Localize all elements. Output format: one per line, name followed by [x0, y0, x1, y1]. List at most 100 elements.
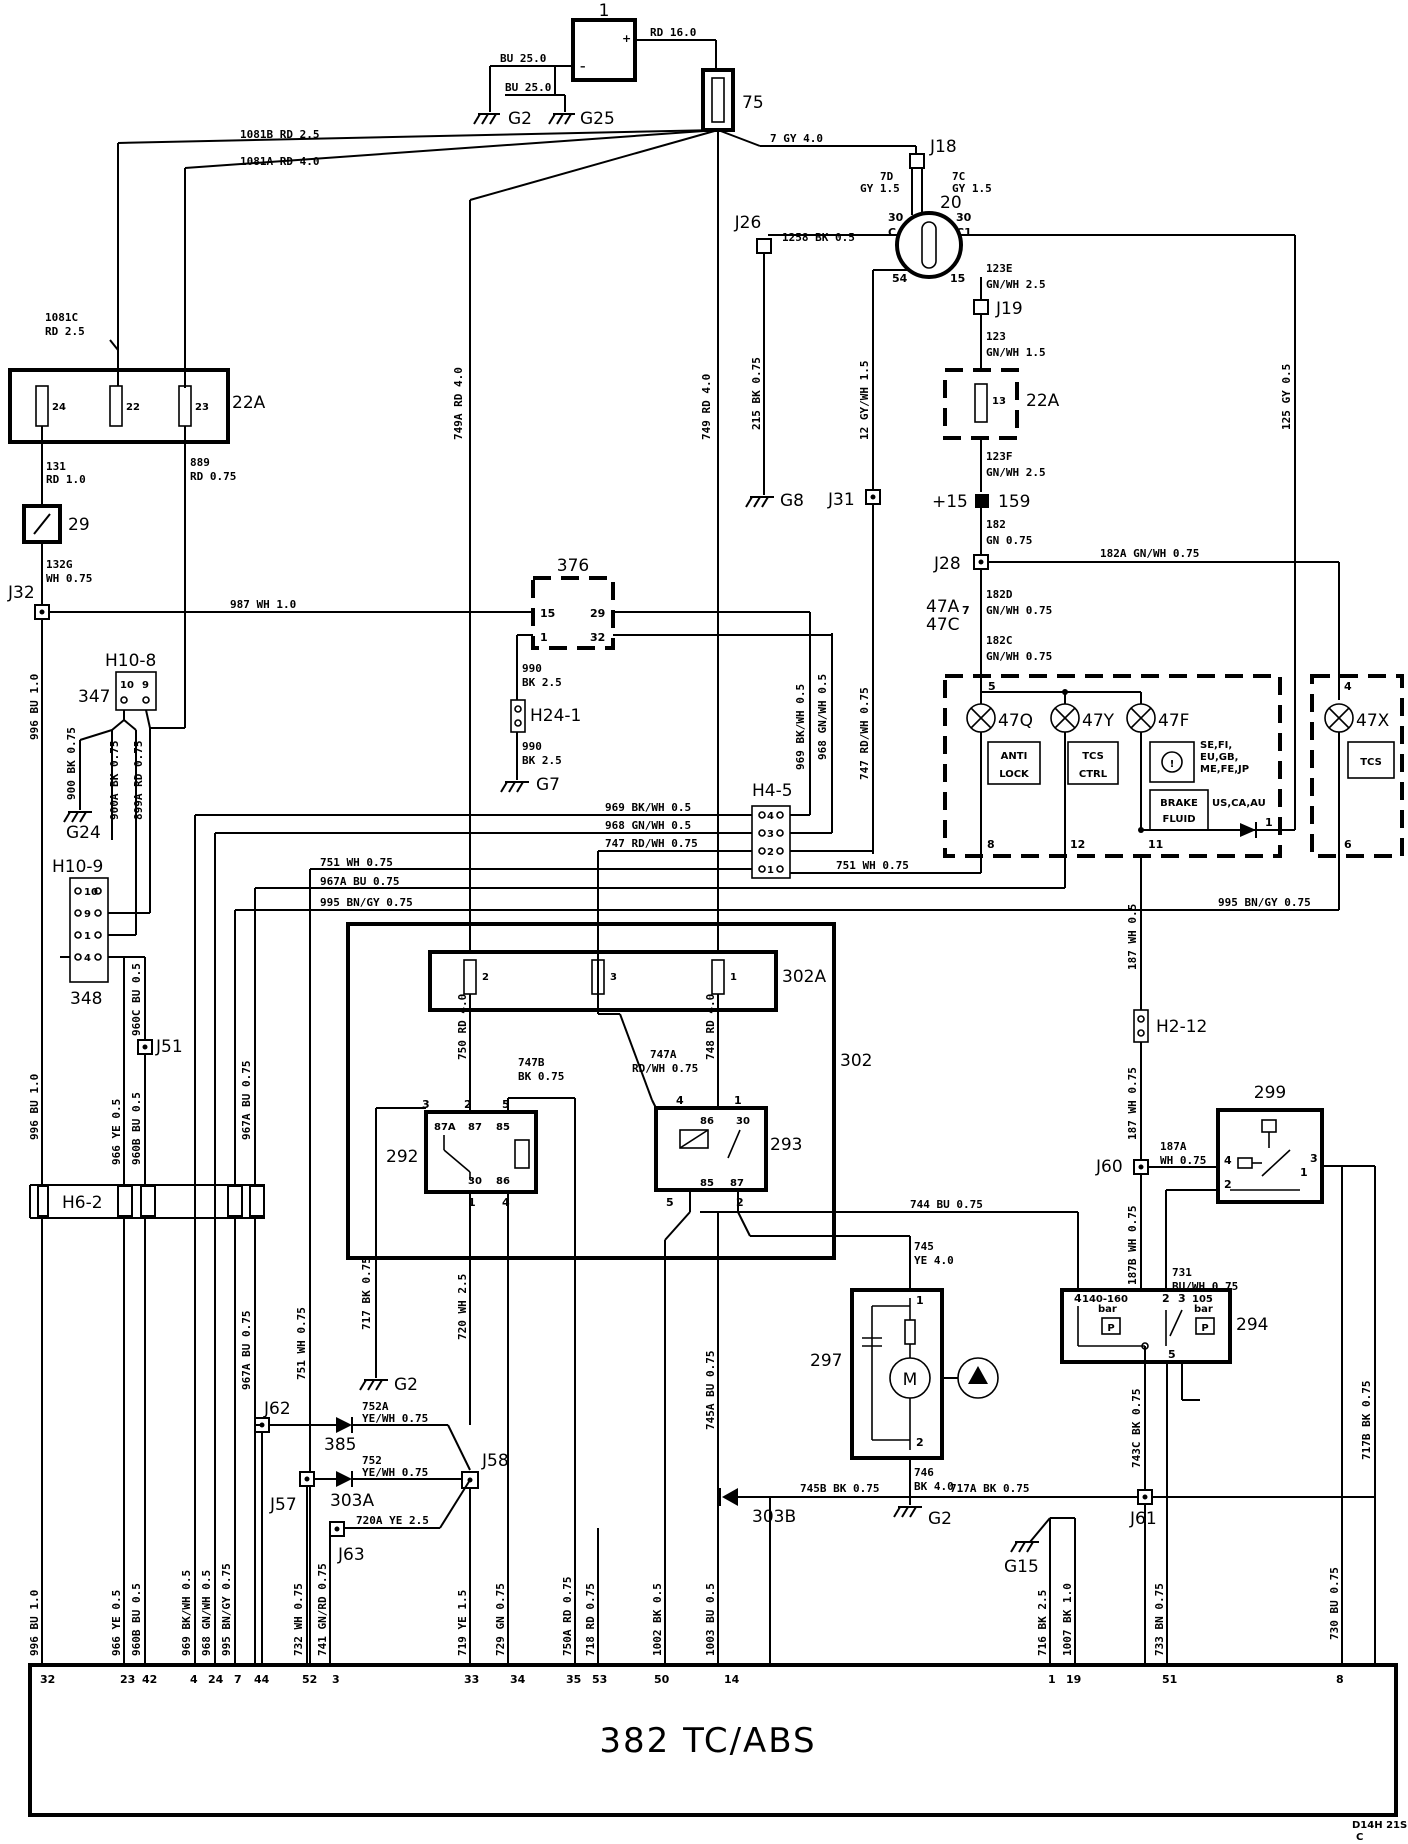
svg-text:3: 3 — [610, 972, 617, 983]
svg-text:G7: G7 — [536, 775, 560, 795]
ecu-pin-35: 35 — [566, 1673, 581, 1686]
ecu-pin-4: 4 — [190, 1673, 198, 1686]
svg-text:G8: G8 — [780, 491, 804, 511]
svg-text:960B BU 0.5: 960B BU 0.5 — [130, 1092, 143, 1165]
svg-text:30: 30 — [956, 211, 972, 224]
svg-text:718 RD 0.75: 718 RD 0.75 — [584, 1583, 597, 1656]
svg-text:749A RD 4.0: 749A RD 4.0 — [452, 367, 465, 440]
svg-text:47Q: 47Q — [998, 711, 1033, 731]
svg-text:6: 6 — [1344, 838, 1352, 851]
svg-text:29: 29 — [590, 607, 605, 620]
relay-box-302: 302 2 3 1 302A — [346, 922, 872, 1260]
svg-text:303B: 303B — [752, 1507, 796, 1527]
svg-text:716 BK 2.5: 716 BK 2.5 — [1036, 1590, 1049, 1656]
ecu-pin-42: 42 — [142, 1673, 157, 1686]
svg-text:J18: J18 — [929, 137, 957, 157]
svg-text:3: 3 — [1310, 1152, 1318, 1165]
svg-text:87: 87 — [730, 1178, 744, 1189]
svg-text:bar: bar — [1194, 1304, 1213, 1315]
svg-text:47X: 47X — [1356, 711, 1390, 731]
svg-text:GN/WH 0.75: GN/WH 0.75 — [986, 604, 1052, 617]
svg-text:10: 10 — [120, 680, 134, 691]
svg-text:3: 3 — [767, 829, 774, 840]
svg-text:132G: 132G — [46, 558, 73, 571]
svg-text:C: C — [888, 226, 896, 239]
svg-text:4: 4 — [676, 1094, 684, 1107]
svg-text:RD 2.5: RD 2.5 — [45, 325, 85, 338]
svg-text:187B WH 0.75: 187B WH 0.75 — [1126, 1206, 1139, 1285]
svg-text:2: 2 — [1162, 1292, 1170, 1305]
svg-text:4: 4 — [502, 1196, 510, 1209]
svg-text:C: C — [1356, 1832, 1363, 1843]
svg-text:900A BK 0.75: 900A BK 0.75 — [108, 741, 121, 820]
ground-g2-mid: G2 — [359, 1375, 418, 1395]
svg-text:J31: J31 — [827, 490, 855, 510]
svg-text:302: 302 — [840, 1051, 872, 1071]
svg-text:J28: J28 — [933, 554, 961, 574]
ground-g25: G25 — [548, 109, 615, 129]
svg-text:105: 105 — [1192, 1294, 1213, 1305]
ecu-pin-24: 24 — [208, 1673, 224, 1686]
svg-text:C1: C1 — [956, 226, 972, 239]
junction-j61: J61 — [1129, 1489, 1157, 1529]
svg-text:J57: J57 — [269, 1495, 297, 1515]
svg-text:US,CA,AU: US,CA,AU — [1212, 798, 1266, 809]
svg-text:968 GN/WH 0.5: 968 GN/WH 0.5 — [200, 1570, 213, 1656]
svg-text:85: 85 — [700, 1178, 714, 1189]
svg-text:1: 1 — [734, 1094, 742, 1107]
svg-text:729 GN 0.75: 729 GN 0.75 — [494, 1583, 507, 1656]
ignition-switch-20: 20 30 C 30 C1 54 15 — [888, 193, 972, 285]
ecu-pin-14: 14 — [724, 1673, 740, 1686]
cluster-47: 5 47Q ANTI LOCK 47Y TCS CTRL 47F ! SE,FI… — [943, 674, 1295, 858]
svg-text:24: 24 — [52, 402, 66, 413]
ecu-pin-3: 3 — [332, 1673, 340, 1686]
svg-text:J63: J63 — [337, 1545, 365, 1565]
svg-text:P: P — [1201, 1323, 1208, 1334]
fuse-22a-right: 13 22A — [943, 368, 1060, 440]
svg-text:5: 5 — [502, 1098, 510, 1111]
connector-h6-2: H6-2 — [29, 1184, 265, 1219]
svg-text:32: 32 — [590, 631, 605, 644]
svg-text:J60: J60 — [1095, 1157, 1123, 1177]
junction-j32: J32 — [7, 583, 50, 620]
svg-text:86: 86 — [700, 1116, 714, 1127]
pressure-switch-294: 294 4 140-160 bar P 2 3 105 bar P 5 — [1060, 1288, 1268, 1364]
svg-text:G2: G2 — [928, 1509, 952, 1529]
svg-text:182: 182 — [986, 518, 1006, 531]
svg-text:2: 2 — [767, 847, 774, 858]
svg-text:745A BU 0.75: 745A BU 0.75 — [704, 1351, 717, 1430]
svg-text:RD/WH 0.75: RD/WH 0.75 — [632, 1062, 698, 1075]
svg-text:7D: 7D — [880, 170, 894, 183]
svg-text:745B BK 0.75: 745B BK 0.75 — [800, 1482, 879, 1495]
svg-text:4: 4 — [767, 811, 774, 822]
svg-text:730 BU 0.75: 730 BU 0.75 — [1328, 1567, 1341, 1640]
lamp-47x: 47X 4 TCS 6 — [1310, 674, 1404, 858]
svg-text:960C BU 0.5: 960C BU 0.5 — [130, 963, 143, 1036]
svg-text:4: 4 — [1074, 1292, 1082, 1305]
ecu-pin-8: 8 — [1336, 1673, 1344, 1686]
svg-text:23: 23 — [195, 402, 209, 413]
svg-text:5: 5 — [666, 1196, 674, 1209]
svg-text:1007 BK 1.0: 1007 BK 1.0 — [1061, 1583, 1074, 1656]
svg-text:10: 10 — [84, 887, 98, 898]
svg-text:!: ! — [1170, 759, 1175, 770]
svg-text:FLUID: FLUID — [1163, 814, 1196, 825]
svg-text:299: 299 — [1254, 1083, 1286, 1103]
svg-text:GN/WH 2.5: GN/WH 2.5 — [986, 466, 1046, 479]
svg-text:GN/WH 1.5: GN/WH 1.5 — [986, 346, 1046, 359]
svg-text:719 YE 1.5: 719 YE 1.5 — [456, 1590, 469, 1656]
svg-text:5: 5 — [1168, 1348, 1176, 1361]
svg-text:+15: +15 — [932, 492, 968, 512]
ecu-pin-52: 52 — [302, 1673, 317, 1686]
svg-text:303A: 303A — [330, 1491, 374, 1511]
svg-text:995 BN/GY 0.75: 995 BN/GY 0.75 — [1218, 896, 1311, 909]
diode-303b: 303B — [719, 1488, 796, 1527]
svg-text:748 RD 4.0: 748 RD 4.0 — [704, 994, 717, 1060]
svg-text:995 BN/GY 0.75: 995 BN/GY 0.75 — [320, 896, 413, 909]
svg-text:4: 4 — [1344, 680, 1352, 693]
svg-text:889: 889 — [190, 456, 210, 469]
relay-293: 293 86 30 85 87 4 1 5 2 — [654, 1094, 802, 1209]
fuse-75: 75 — [701, 68, 764, 132]
svg-text:968 GN/WH 0.5: 968 GN/WH 0.5 — [816, 674, 829, 760]
svg-text:8: 8 — [987, 838, 995, 851]
